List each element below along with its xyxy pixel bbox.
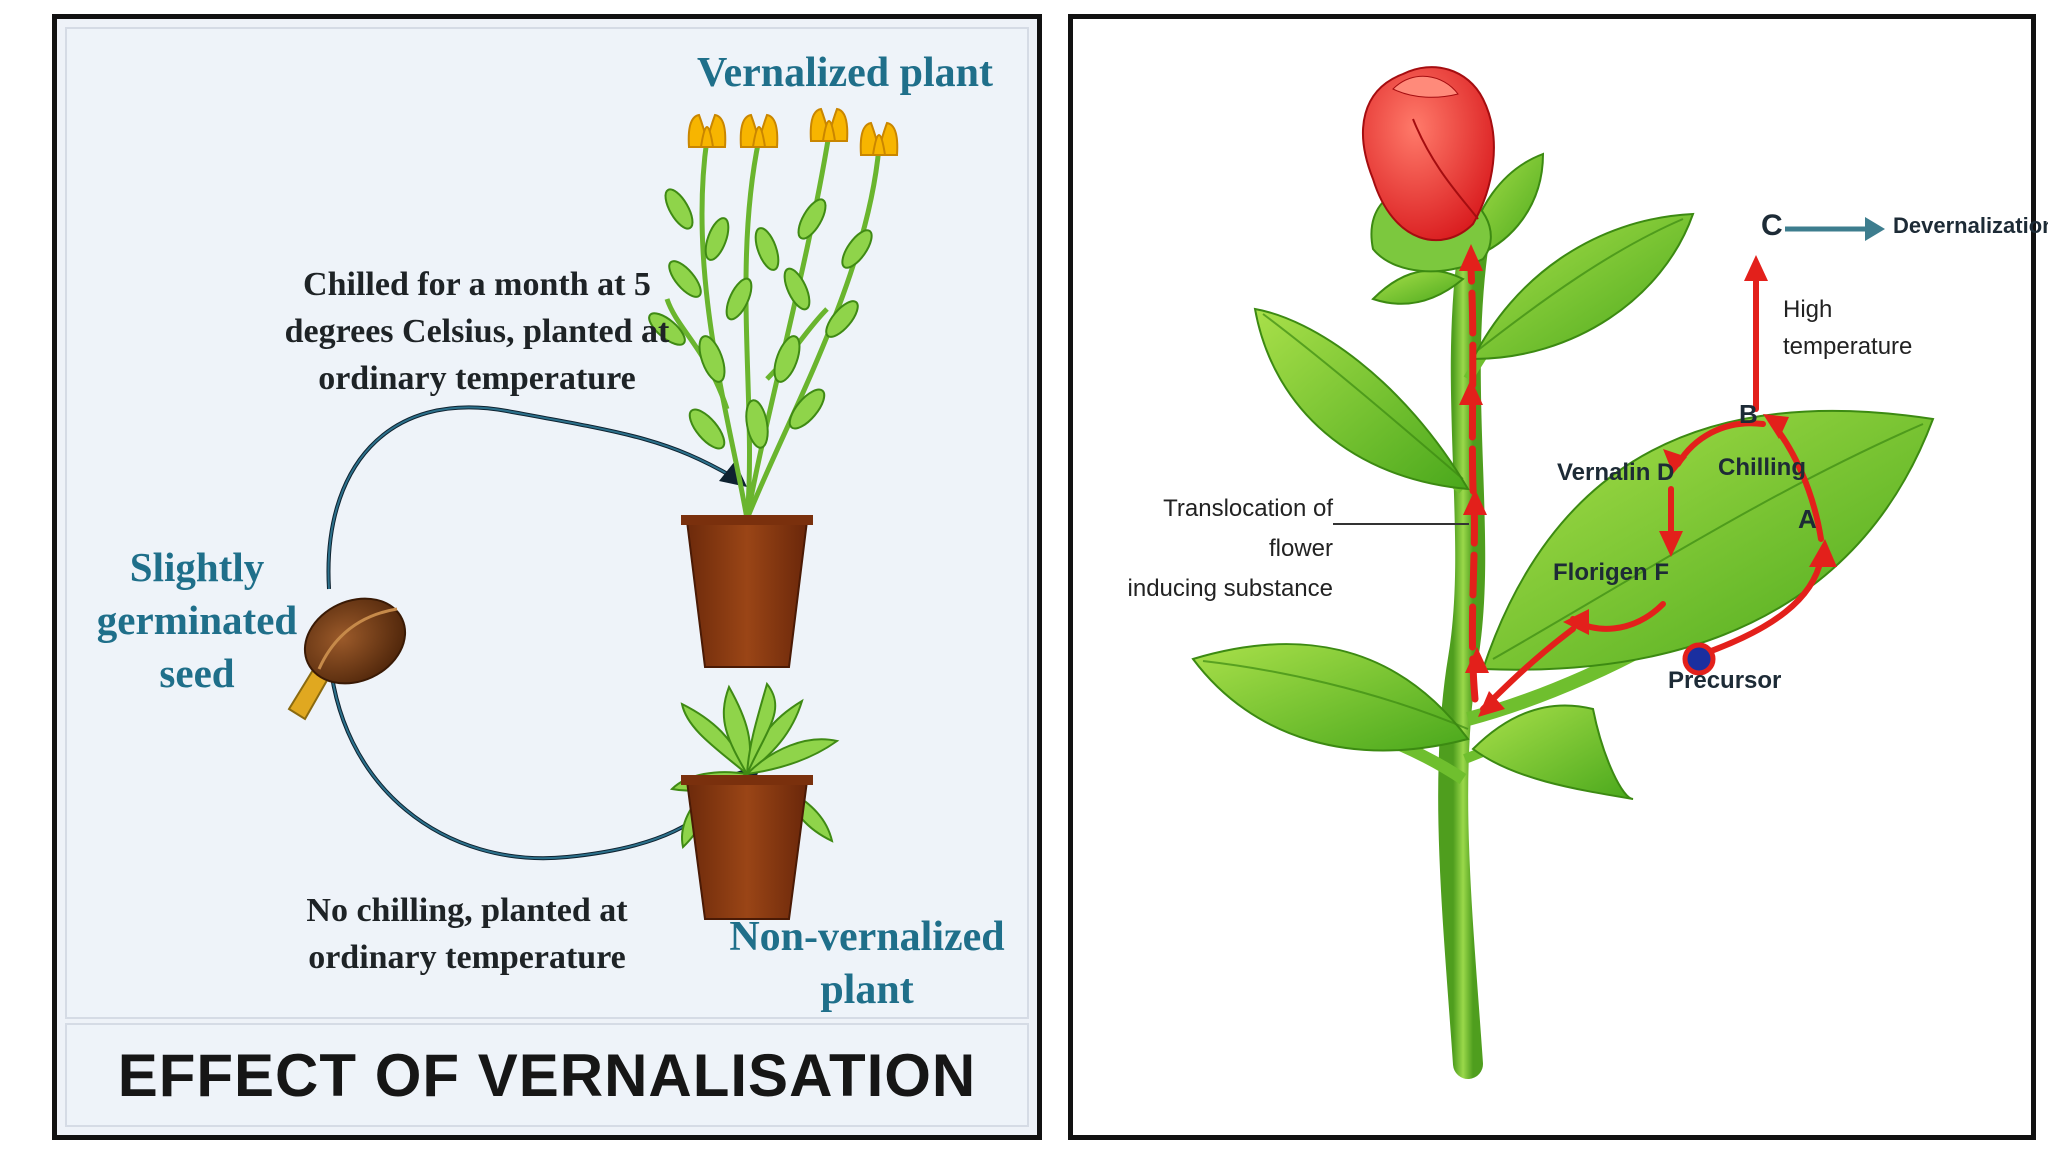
label-precursor: Precursor	[1668, 667, 1782, 694]
arrowhead-top	[719, 461, 747, 487]
vernalisation-effect-panel: Vernalized plant Chilled for a month at …	[52, 14, 1042, 1140]
leaf-lower-left-icon	[1191, 643, 1470, 752]
vernalized-plant-title: Vernalized plant	[697, 50, 993, 96]
label-b: B	[1739, 399, 1758, 429]
rose-icon	[1362, 66, 1495, 273]
precursor-dot	[1682, 642, 1716, 676]
translocation-line: inducing substance	[1127, 575, 1333, 602]
label-chilling: Chilling	[1718, 454, 1806, 481]
chilling-arrow	[326, 405, 734, 590]
seed-label-line: seed	[159, 650, 235, 696]
vernalisation-illustration	[287, 107, 899, 920]
seed-icon	[287, 597, 407, 721]
devernalization-arrowhead	[1865, 217, 1885, 241]
vernalized-plant-icon	[648, 107, 899, 520]
non-vernalized-plant-title: Non-vernalized plant	[707, 911, 1027, 1017]
label-vernalin-d: Vernalin D	[1557, 459, 1675, 486]
diagram-area: Vernalized plant Chilled for a month at …	[65, 27, 1029, 1019]
no-chilling-caption-line: No chilling, planted at	[306, 892, 628, 929]
non-vernalized-pot-icon	[681, 775, 813, 920]
high-temp-line: High	[1783, 296, 1833, 323]
label-a: A	[1798, 504, 1817, 534]
translocation-line: Translocation of flower	[1163, 495, 1333, 562]
no-chilling-caption-line: ordinary temperature	[308, 939, 626, 976]
seed-label-line: germinated	[96, 597, 298, 643]
chilled-caption: Chilled for a month at 5 degrees Celsius…	[247, 261, 707, 402]
label-high-temperature: High temperature	[1783, 291, 1912, 365]
effect-of-vernalisation-title: EFFECT OF VERNALISATION	[117, 1041, 977, 1109]
translocation-arrows	[1459, 244, 1489, 703]
rose-stem	[1438, 234, 1488, 1079]
chilled-caption-line: degrees Celsius, planted at	[284, 313, 670, 350]
leaf-upper-left-icon	[1253, 307, 1470, 491]
leaf-top-left-icon	[1371, 269, 1465, 305]
non-vernalized-title-line: plant	[820, 967, 914, 1013]
vernalin-pathway-panel: C Devernalization High temperature B Chi…	[1068, 14, 2048, 1140]
label-florigen-f: Florigen F	[1553, 559, 1669, 586]
no-chilling-caption: No chilling, planted at ordinary tempera…	[267, 887, 667, 981]
leaf-upper-right-icon	[1471, 212, 1695, 361]
label-devernalization: Devernalization	[1893, 213, 2048, 238]
rose-pathway-illustration	[1191, 66, 1935, 1079]
chilled-caption-line: Chilled for a month at 5	[303, 266, 651, 303]
leaf-lower-right-icon	[1471, 704, 1634, 800]
footer-box: EFFECT OF VERNALISATION	[65, 1023, 1029, 1127]
chilled-caption-line: ordinary temperature	[318, 360, 636, 397]
seed-label: Slightly germinated seed	[87, 541, 307, 700]
seed-label-line: Slightly	[129, 544, 265, 590]
label-translocation: Translocation of flower inducing substan…	[1093, 489, 1333, 609]
high-temp-line: temperature	[1783, 333, 1913, 360]
label-c: C	[1761, 209, 1783, 242]
vernalized-pot-icon	[681, 515, 813, 668]
non-vernalized-title-line: Non-vernalized	[729, 914, 1005, 960]
